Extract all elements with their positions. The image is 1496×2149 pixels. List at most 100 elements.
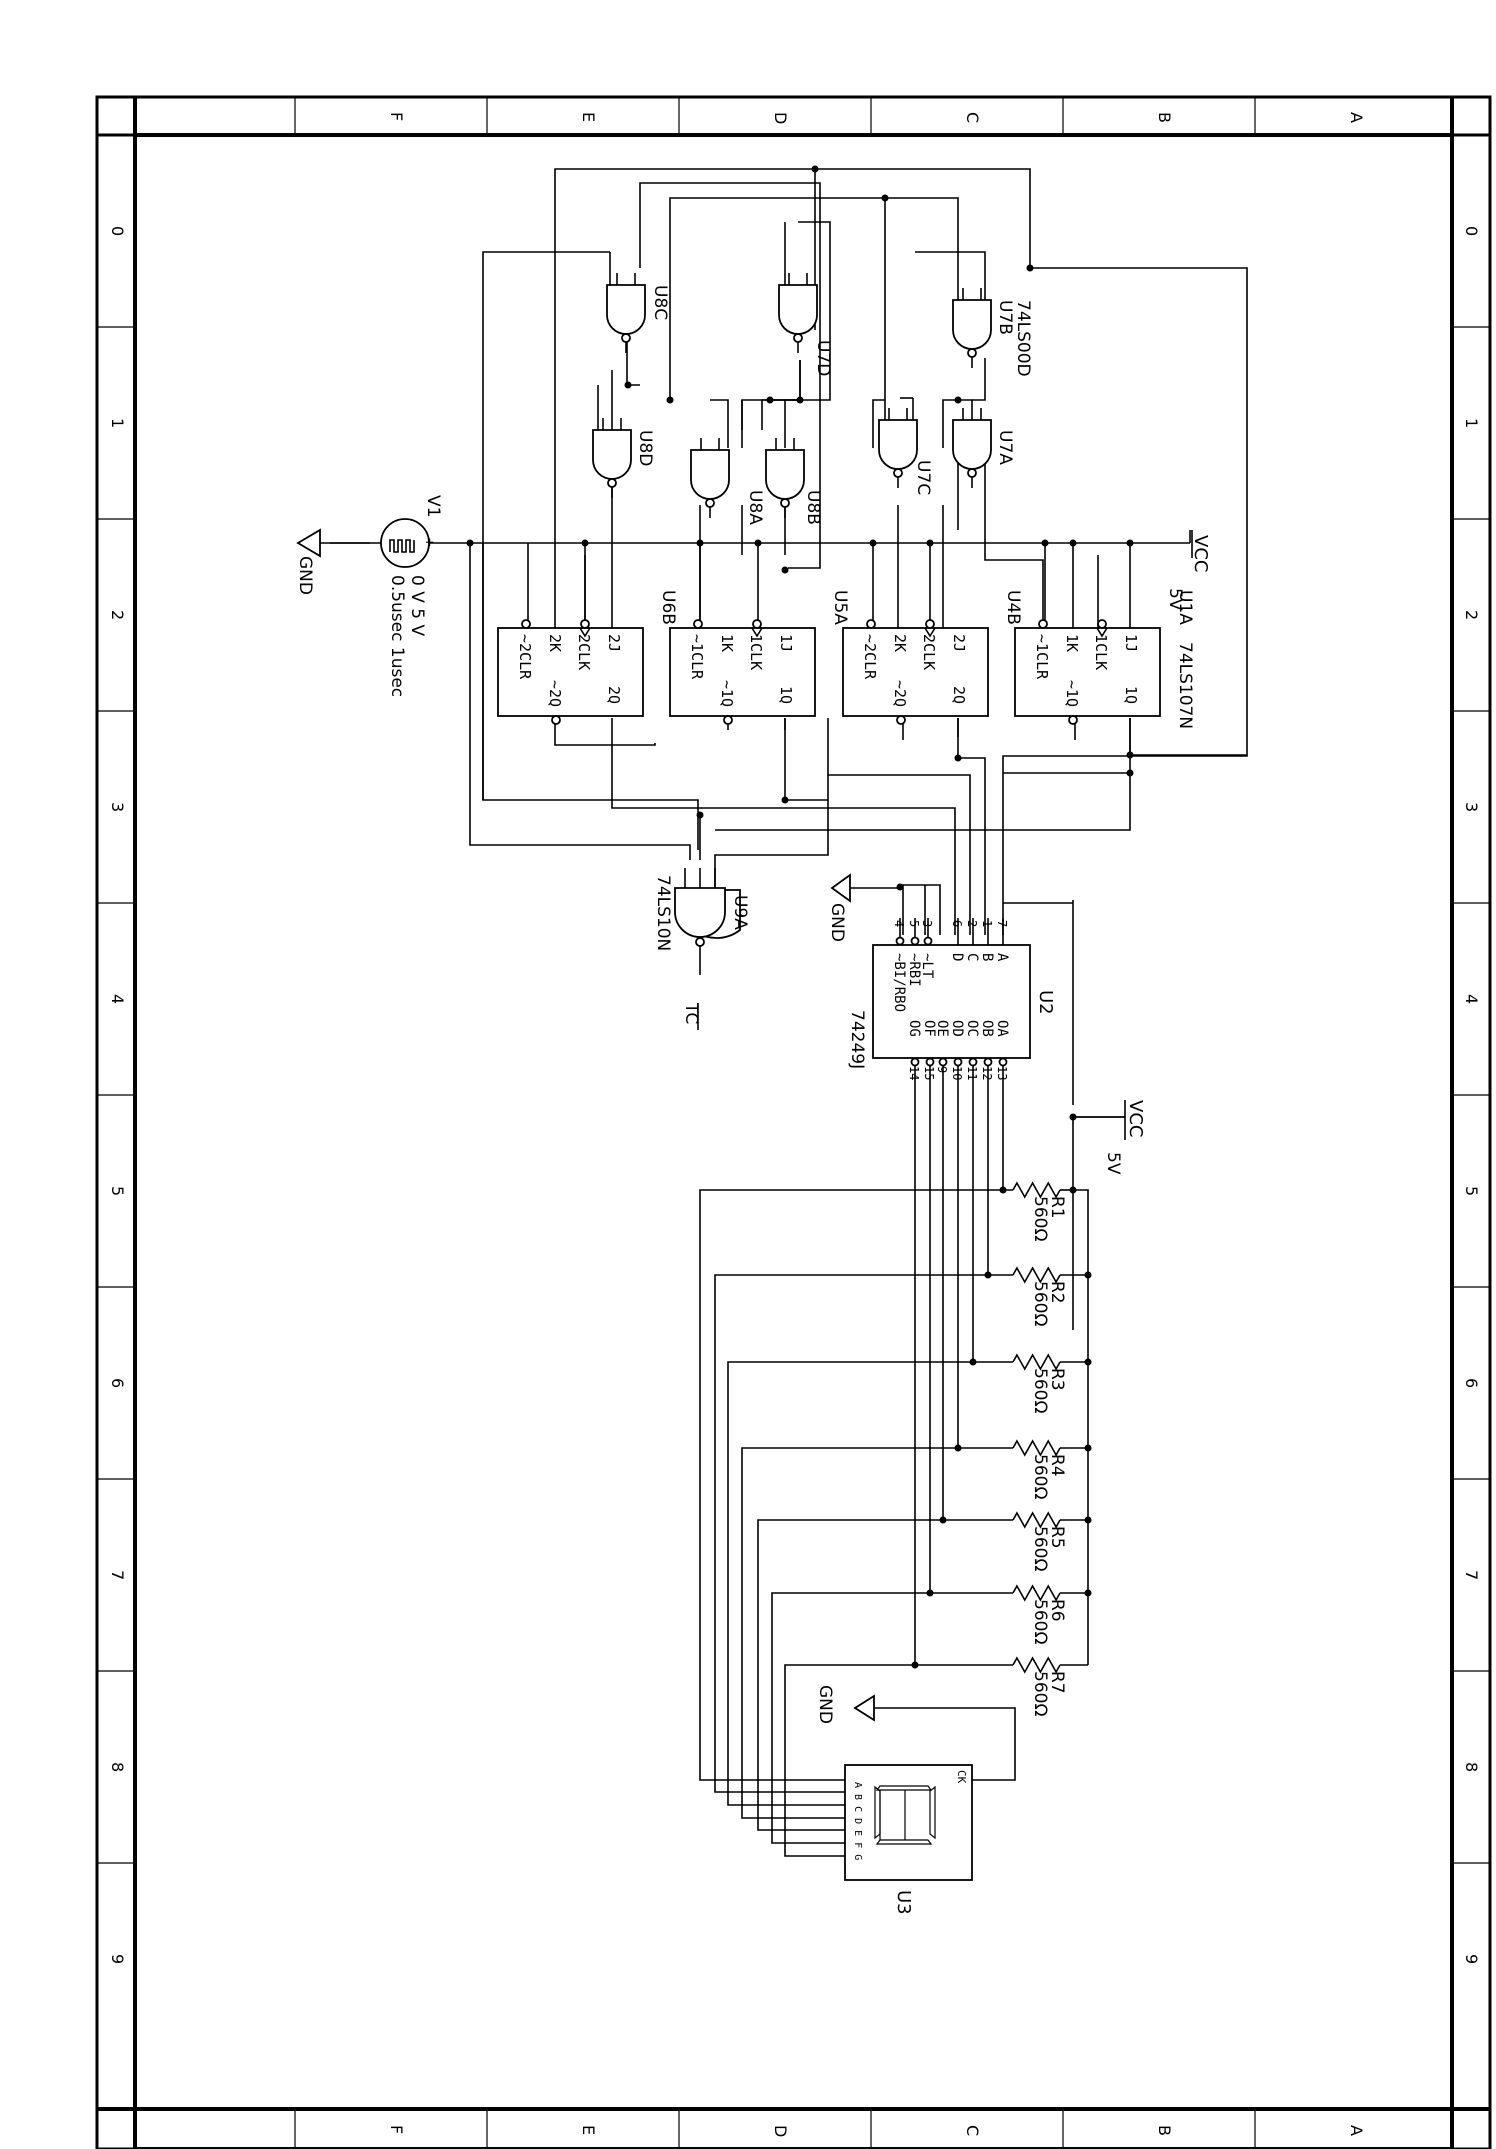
resistors: R1560ΩR2560ΩR3560ΩR4560ΩR5560ΩR6560ΩR756… — [1012, 1181, 1067, 1716]
border-col-label-bottom: D — [771, 2125, 790, 2137]
decoder-input-pin: 3 — [920, 920, 934, 927]
ff-pin-label: 1Q — [777, 686, 795, 704]
tc-gate-type: 74LS10N — [653, 875, 673, 951]
border-col-label-top: C — [963, 112, 982, 123]
nand-gate — [606, 284, 646, 335]
decoder-output-pin: 9 — [935, 1066, 949, 1073]
nand-gate-type: 74LS00D — [1013, 300, 1033, 377]
resistor-value: 560Ω — [1030, 1281, 1050, 1326]
vcc-bottom-value: 5V — [1103, 1152, 1123, 1175]
resistor-ref: R5 — [1047, 1526, 1067, 1549]
clr-bubble — [693, 619, 703, 629]
ff-type: 74LS107N — [1175, 642, 1195, 729]
ground-symbol-source — [296, 528, 321, 558]
decoder-input-pin: 7 — [995, 920, 1009, 927]
resistor-ref: R1 — [1047, 1196, 1067, 1219]
ff-pin-label: ~1CLR — [1033, 634, 1051, 680]
decoder-input-label: D — [949, 953, 965, 961]
ff-pin-label: ~2Q — [546, 680, 564, 707]
decoder-input-label: B — [979, 953, 995, 961]
nand-output-bubble — [893, 468, 903, 478]
nand-output-bubble — [607, 478, 617, 488]
ff-pin-label: 2J — [605, 634, 623, 652]
ff-pin-label: 2CLK — [575, 634, 593, 670]
resistor-value: 560Ω — [1030, 1526, 1050, 1571]
decoder-input-label: A — [994, 953, 1010, 962]
resistor — [1012, 1511, 1061, 1529]
clk-triangle — [924, 627, 936, 638]
nand-gate-ref: U7A — [995, 430, 1015, 465]
decoder-output-pin: 15 — [922, 1066, 936, 1080]
nand-output-bubble — [967, 348, 977, 358]
ff-pin-label: ~2Q — [891, 680, 909, 707]
flip-flop-block — [842, 627, 989, 717]
nand-gate — [952, 299, 992, 350]
clk-bubble — [580, 619, 590, 629]
vcc-top-label: VCC — [1190, 535, 1211, 572]
ff-pin-label: 1J — [1122, 634, 1140, 652]
flip-flop-block — [1014, 627, 1161, 717]
border-row-label-left: 7 — [108, 1570, 127, 1580]
output-bubble — [938, 1057, 948, 1067]
resistor — [1012, 1439, 1061, 1457]
output-bubble — [998, 1057, 1008, 1067]
tc-output-label: TC — [681, 1002, 701, 1024]
qbar-bubble — [551, 715, 561, 725]
ground-symbol-display — [853, 1694, 875, 1722]
border-row-label-right: 4 — [1462, 994, 1481, 1004]
border-col-label-bottom: B — [1155, 2125, 1174, 2136]
qbar-bubble — [723, 715, 733, 725]
border-col-label-bottom: E — [579, 2125, 598, 2135]
border-row-label-left: 2 — [108, 610, 127, 620]
nand-gate-ref: U8D — [635, 430, 655, 466]
display-segment-pins: A B C D E F G — [852, 1782, 863, 1860]
clk-triangle — [751, 627, 763, 638]
flip-flop-block — [497, 627, 644, 717]
resistor-value: 560Ω — [1030, 1196, 1050, 1241]
resistor-value: 560Ω — [1030, 1599, 1050, 1644]
resistor — [1012, 1656, 1061, 1674]
decoder-output-label: OE — [934, 1020, 950, 1037]
display-ref: U3 — [893, 1890, 914, 1915]
decoder-output-label: OC — [964, 1020, 980, 1037]
nand-output-bubble — [621, 333, 631, 343]
output-bubble — [925, 1057, 935, 1067]
ff-pin-label: 1CLK — [1092, 634, 1110, 670]
ff-pin-label: 1K — [1063, 634, 1081, 652]
junctions — [466, 165, 1134, 1669]
source-timing: 0.5usec 1usec — [387, 575, 407, 697]
decoder-type: 74249J — [847, 1010, 867, 1069]
border-row-label-left: 3 — [108, 802, 127, 812]
nand-gate-ref: U7C — [913, 460, 933, 495]
decoder-input-pin: 4 — [892, 920, 906, 927]
decoder-input-pin: 2 — [965, 920, 979, 927]
active-low-bubble — [895, 936, 905, 946]
decoder-output-label: OA — [994, 1020, 1010, 1037]
vcc-top-value: 5V — [1165, 588, 1185, 611]
border-col-label-bottom: F — [387, 2125, 406, 2134]
decoder-input-label: ~LT — [919, 953, 935, 979]
output-bubble — [983, 1057, 993, 1067]
border-row-label-right: 2 — [1462, 610, 1481, 620]
border-row-label-right: 3 — [1462, 802, 1481, 812]
vcc-bottom: VCC 5V — [1073, 1100, 1146, 1175]
border-col-label-top: F — [387, 112, 406, 121]
border-row-label-left: 1 — [108, 418, 127, 428]
decoder-output-label: OF — [921, 1020, 937, 1037]
resistor — [1012, 1266, 1061, 1284]
ff-pin-label: ~1Q — [1063, 680, 1081, 707]
nand-gate-ref: U8C — [650, 285, 670, 320]
clr-bubble — [1038, 619, 1048, 629]
decoder-input-label: ~RBI — [906, 953, 922, 987]
decoder-ref: U2 — [1035, 990, 1056, 1015]
nand-output-bubble — [780, 498, 790, 508]
nand-gate — [765, 449, 805, 500]
decoder-input-pin: 5 — [907, 920, 921, 927]
resistor-value: 560Ω — [1030, 1454, 1050, 1499]
ff-pin-label: ~2CLR — [861, 634, 879, 680]
border-row-label-left: 8 — [108, 1762, 127, 1772]
decoder-output-label: OB — [979, 1020, 995, 1037]
decoder-output-pin: 11 — [965, 1066, 979, 1080]
